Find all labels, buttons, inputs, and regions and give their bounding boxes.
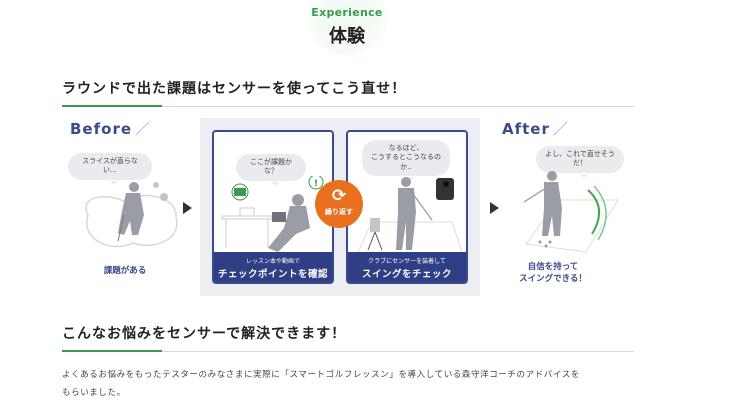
- before-label-text: Before: [70, 120, 133, 138]
- golfer-crouching-illustration: [85, 182, 178, 248]
- section-heading-solve: こんなお悩みをセンサーで解決できます！: [62, 323, 634, 352]
- golfer-with-sensor-illustration: [357, 177, 463, 253]
- heading-text: こんなお悩みをセンサーで解決できます！: [62, 326, 347, 342]
- caption-line: 自信を持って: [527, 262, 579, 272]
- step-card-check-points: ここが課題かな？ ! レッスン本や動画で チェックポイントを確認: [212, 130, 334, 284]
- after-caption: 自信を持って スイングできる！: [508, 262, 598, 286]
- after-label-text: After: [502, 120, 550, 138]
- caption-line: スイングできる！: [519, 273, 587, 284]
- process-panel: ここが課題かな？ ! レッスン本や動画で チェックポイントを確認 ⟳ 繰り返す …: [200, 118, 480, 296]
- heading-rule: [62, 106, 634, 107]
- badge-english: Experience: [311, 6, 383, 19]
- step1-speech-bubble: ここが課題かな？: [236, 154, 306, 186]
- slash-decoration: ／: [552, 120, 569, 138]
- golfer-follow-through-illustration: [523, 171, 619, 253]
- paragraph-line: よくあるお悩みをもったテスターのみなさまに実際に「スマートゴルフレッスン」を導入…: [62, 370, 580, 380]
- step2-speech-bubble: なるほど、 こうするとこうなるのか‥: [362, 140, 450, 182]
- arrow-right-icon: [490, 202, 499, 214]
- arrow-right-icon: [183, 202, 192, 214]
- heading-accent-bar: [62, 105, 162, 107]
- before-speech-bubble: スライスが直らない…: [68, 153, 152, 185]
- step1-caption: チェックポイントを確認: [217, 269, 328, 280]
- step2-subcaption: クラブにセンサーを装着して: [368, 258, 446, 265]
- step-card-swing-check: なるほど、 こうするとこうなるのか‥ クラブにセンサーを装着して スイングをチェ…: [346, 130, 468, 284]
- step2-caption-band: クラブにセンサーを装着して スイングをチェック: [348, 252, 466, 282]
- heading-text: ラウンドで出た課題はセンサーを使ってこう直せ！: [62, 81, 407, 97]
- section-heading-round: ラウンドで出た課題はセンサーを使ってこう直せ！: [62, 78, 634, 107]
- before-label: Before／: [70, 118, 151, 139]
- heading-accent-bar: [62, 350, 162, 352]
- paragraph-line: もらいました。: [62, 387, 126, 398]
- heading-rule: [62, 351, 634, 352]
- slash-decoration: ／: [135, 120, 152, 138]
- badge-title: 体験: [329, 26, 365, 47]
- before-caption: 課題がある: [103, 266, 147, 276]
- svg-text:!: !: [314, 179, 318, 189]
- person-at-laptop-illustration: !: [221, 176, 324, 252]
- after-speech-bubble: よし、これで直せそうだ！: [536, 146, 624, 178]
- repeat-label: 繰り返す: [325, 208, 353, 216]
- refresh-cycle-icon: ⟳: [331, 186, 347, 206]
- step1-subcaption: レッスン本や動画で: [245, 258, 300, 265]
- step1-caption-band: レッスン本や動画で チェックポイントを確認: [214, 252, 332, 282]
- experience-badge: Experience 体験: [305, 0, 389, 56]
- step2-caption: スイングをチェック: [361, 269, 452, 280]
- after-label: After／: [502, 118, 569, 139]
- bubble-line: こうするとこうなるのか‥: [371, 153, 441, 171]
- intro-paragraph: よくあるお悩みをもったテスターのみなさまに実際に「スマートゴルフレッスン」を導入…: [62, 367, 662, 403]
- bubble-line: なるほど、: [388, 144, 424, 152]
- repeat-badge: ⟳ 繰り返す: [315, 180, 363, 228]
